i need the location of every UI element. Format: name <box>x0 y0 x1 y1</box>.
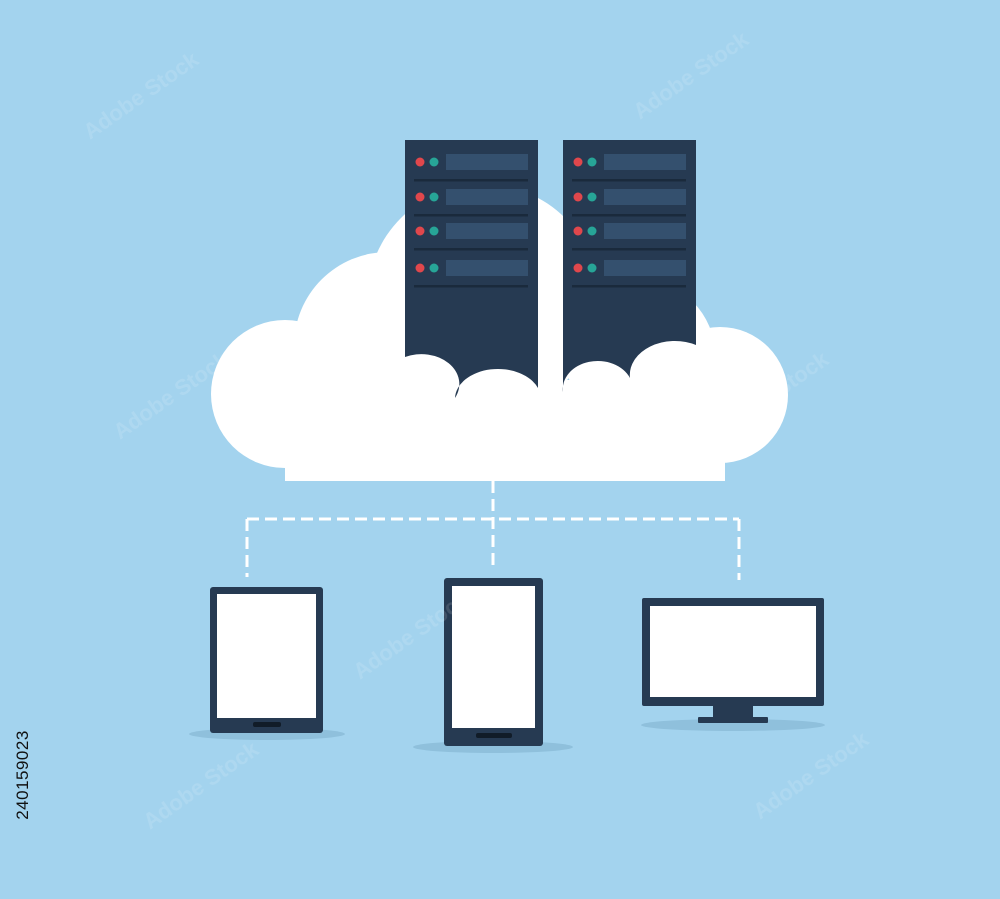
watermark-text: Adobe Stock <box>749 726 874 824</box>
desktop-monitor-icon <box>642 598 824 723</box>
stock-id-text: 240159023 <box>13 730 32 820</box>
smartphone-icon <box>444 578 543 746</box>
server-slot <box>572 154 686 182</box>
server-slot <box>414 189 528 217</box>
server-slot <box>572 260 686 288</box>
server-slot <box>414 154 528 182</box>
server-slot <box>414 260 528 288</box>
server-slot <box>572 223 686 251</box>
cloud-icon <box>211 184 788 481</box>
server-slot <box>414 223 528 251</box>
network-connector-lines <box>245 481 741 580</box>
stock-id-label: 240159023 <box>8 660 38 890</box>
server-rack-right <box>562 140 696 392</box>
tablet-icon <box>210 587 323 733</box>
server-slot <box>572 189 686 217</box>
server-rack-left <box>405 140 538 398</box>
watermark-text: Adobe Stock <box>79 46 204 144</box>
watermark-text: Adobe Stock <box>139 736 264 834</box>
watermark-text: Adobe Stock <box>629 26 754 124</box>
